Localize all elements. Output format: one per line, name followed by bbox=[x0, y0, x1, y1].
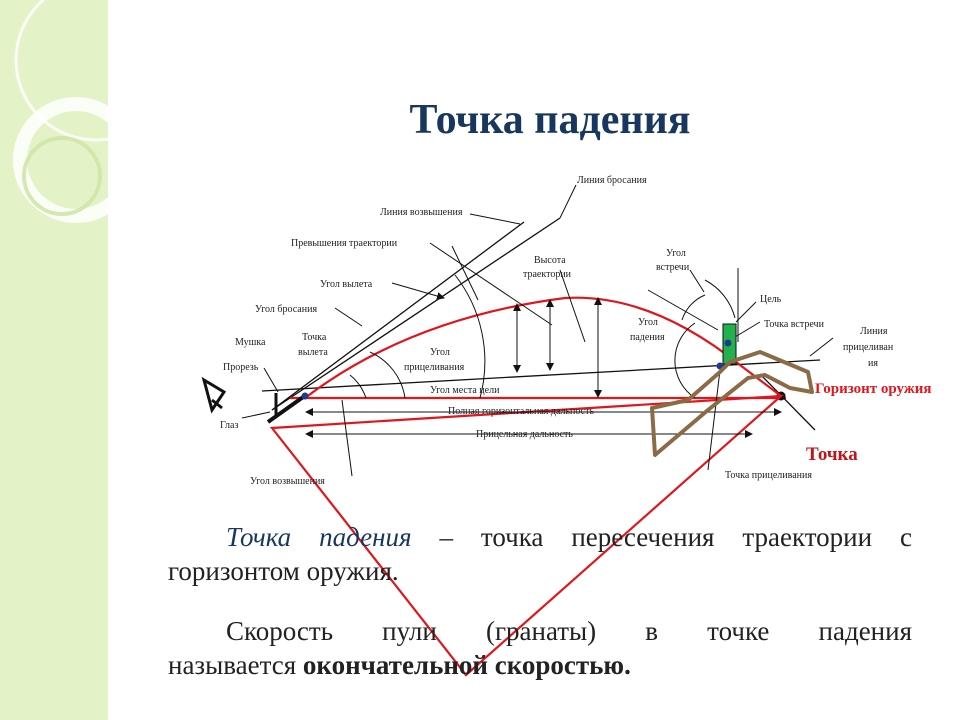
label-depart-point-1: Точка bbox=[302, 332, 327, 343]
line-of-elevation bbox=[271, 221, 525, 411]
label-target-angle: Угол места цели bbox=[430, 385, 500, 396]
meet-point-dot bbox=[724, 339, 732, 347]
label-departure-angle: Угол вылета bbox=[320, 279, 373, 290]
final-speed-term: окончательной скоростью. bbox=[302, 650, 631, 680]
label-front-sight: Мушка bbox=[235, 337, 266, 348]
label-line-of-elevation: Линия возвышения bbox=[380, 207, 463, 218]
trajectory-curve bbox=[304, 296, 782, 399]
label-throw-angle: Угол бросания bbox=[255, 304, 317, 315]
decorative-circles bbox=[13, 0, 130, 223]
term-fall-point: Точка падения bbox=[226, 522, 412, 552]
label-rear-sight: Прорезь bbox=[223, 362, 259, 373]
label-line-of-throw: Линия бросания bbox=[577, 175, 647, 186]
label-height-1: Высота bbox=[534, 255, 566, 266]
label-trajectory-excess: Превышения траектории bbox=[291, 238, 398, 249]
pointer-arrow-icon bbox=[650, 350, 814, 457]
label-aim-range: Прицельная дальность bbox=[476, 429, 573, 440]
side-decoration-strip bbox=[0, 0, 108, 720]
definition-text: – точка пересечения траектории с горизон… bbox=[168, 522, 912, 586]
depart-point-dot bbox=[301, 392, 309, 400]
final-speed-text: Скорость пули (гранаты) в точке падения bbox=[226, 616, 912, 646]
label-aim-point: Точка прицеливания bbox=[725, 470, 812, 481]
label-aim-line-1: Линия bbox=[860, 326, 888, 337]
label-elevation-angle: Угол возвышения bbox=[250, 476, 325, 487]
final-speed-line2: называется окончательной скоростью. bbox=[168, 648, 912, 682]
label-height-2: траектории bbox=[523, 269, 572, 280]
slide-title: Точка падения bbox=[409, 97, 691, 143]
label-fall-angle-2: падения bbox=[630, 332, 665, 343]
line-of-throw bbox=[271, 217, 561, 411]
label-meet-angle-1: Угол bbox=[666, 248, 686, 259]
label-aim-angle-1: Угол bbox=[430, 347, 450, 358]
label-meet-angle-2: встречи bbox=[656, 262, 690, 273]
label-fall-angle-1: Угол bbox=[638, 317, 658, 328]
barrel bbox=[266, 393, 308, 424]
label-aim-angle-2: прицеливания bbox=[404, 362, 465, 373]
label-full-range: Полная горизонтальная дальность bbox=[448, 406, 594, 417]
label-depart-point-2: вылета bbox=[298, 347, 328, 358]
definition-paragraph: Точка падения – точка пересечения траект… bbox=[168, 520, 912, 588]
label-aim-line-3: ия bbox=[868, 358, 878, 369]
label-target: Цель bbox=[760, 294, 782, 305]
label-weapon-horizon: Горизонт оружия bbox=[815, 381, 932, 397]
eye-icon bbox=[201, 376, 227, 414]
label-aim-line-2: прицеливан bbox=[843, 342, 894, 353]
label-eye: Глаз bbox=[220, 420, 238, 431]
label-meet-point: Точка встречи bbox=[764, 319, 825, 330]
after-fall-line bbox=[759, 373, 816, 431]
label-point: Точка bbox=[806, 444, 858, 465]
final-speed-prefix: называется bbox=[168, 650, 303, 680]
